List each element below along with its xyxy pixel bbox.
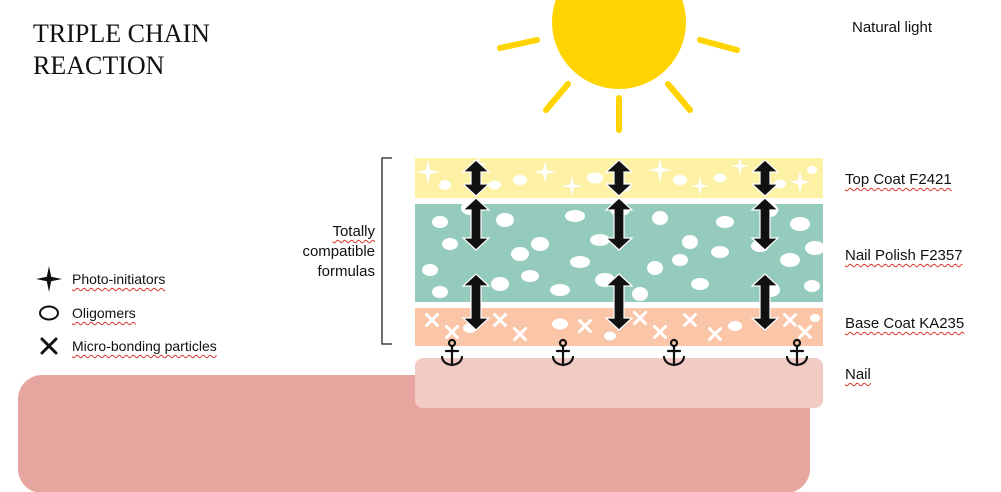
double-arrow [750,273,780,331]
micro-bonding-cross [493,313,507,327]
top-coat-label: Top Coat F2421 [845,171,952,188]
bracket-line-2: compatible [302,243,375,260]
layers-bracket [381,157,392,345]
base-coat-label: Base Coat KA235 [845,315,965,332]
oligomer-oval [439,180,451,190]
anchor-icon [551,338,575,367]
anchor-icon [662,338,686,367]
oligomer-oval [442,238,458,250]
micro-bonding-cross [798,325,812,339]
cross-icon [36,333,62,359]
photo-initiator-star [416,160,440,184]
oligomer-oval [604,331,616,341]
oligomer-oval [422,264,438,276]
photo-initiator-star [534,161,556,183]
oligomer-oval [691,278,709,290]
micro-bonding-cross [513,327,527,341]
title-line-1: TRIPLE CHAIN [33,19,210,48]
bracket-line-3: formulas [317,263,375,280]
oligomer-oval [496,213,514,227]
nail-label: Nail [845,366,871,383]
anchor-icon [440,338,464,367]
double-arrow [604,273,634,331]
legend-label-oligomers: Oligomers [72,305,136,321]
oligomer-oval [491,277,509,291]
title-line-2: REACTION [33,51,165,80]
photo-initiator-star [731,157,749,175]
photo-initiator-star [562,176,582,196]
sun-icon [497,0,740,133]
nail-polish-label: Nail Polish F2357 [845,247,963,264]
double-arrow [604,159,634,197]
oligomer-oval [714,173,726,183]
oligomer-oval [716,216,734,228]
oligomer-oval [780,253,800,267]
oligomer-oval [672,254,688,266]
ellipse-icon [36,300,62,326]
natural-light-label: Natural light [852,19,933,36]
micro-bonding-cross [683,313,697,327]
oligomer-oval [531,237,549,251]
diagram-title: TRIPLE CHAIN REACTION [33,18,210,82]
anchor-icon [785,338,809,367]
oligomer-oval [565,210,585,222]
micro-bonding-cross [633,311,647,325]
oligomer-oval [552,318,568,330]
double-arrow [461,159,491,197]
legend-label-micro-bonding: Micro-bonding particles [72,338,217,354]
oligomer-oval [587,172,603,184]
micro-bonding-cross [653,325,667,339]
micro-bonding-cross [425,313,439,327]
micro-bonding-cross [783,313,797,327]
double-arrow [461,197,491,251]
oligomer-oval [432,216,448,228]
oligomer-oval [647,261,663,275]
oligomer-oval [774,179,786,189]
oligomer-oval [711,246,729,258]
oligomer-oval [570,256,590,268]
photo-initiator-star [789,171,811,193]
oligomer-oval [632,287,648,301]
legend-photo-initiators: Photo-initiators [36,266,165,292]
bracket-annotation: Totally compatible formulas [270,222,375,282]
oligomer-oval [652,211,668,225]
oligomer-oval [682,235,698,249]
bonding-arrows [461,159,780,331]
double-arrow [604,197,634,251]
bracket-line-1: Totally [332,223,375,240]
micro-bonding-cross [445,325,459,339]
oligomer-oval [673,175,687,185]
double-arrow [750,197,780,251]
oligomer-oval [790,217,810,231]
double-arrow [461,273,491,331]
oligomer-oval [511,247,529,261]
oligomer-oval [489,180,501,190]
anchors [440,338,809,367]
micro-bonding-cross [708,327,722,341]
oligomer-oval [804,280,820,292]
oligomer-oval [521,270,539,282]
nail-layer [415,358,823,408]
oligomer-oval [810,314,820,322]
legend-micro-bonding: Micro-bonding particles [36,333,217,359]
oligomer-oval [728,321,742,331]
oligomer-oval [805,241,825,255]
photo-initiator-star [691,177,709,195]
photo-initiator-star [648,158,672,182]
oligomer-oval [807,166,817,174]
nail-polish-particles [422,201,825,301]
legend-label-photo-initiators: Photo-initiators [72,271,166,287]
oligomer-oval [590,234,610,246]
oligomer-oval [513,175,527,185]
legend-oligomers: Oligomers [36,300,136,326]
double-arrow [750,159,780,197]
micro-bonding-cross [578,319,592,333]
four-point-star-icon [36,266,62,292]
base-coat-particles [425,311,820,341]
oligomer-oval [432,286,448,298]
oligomer-oval [550,284,570,296]
